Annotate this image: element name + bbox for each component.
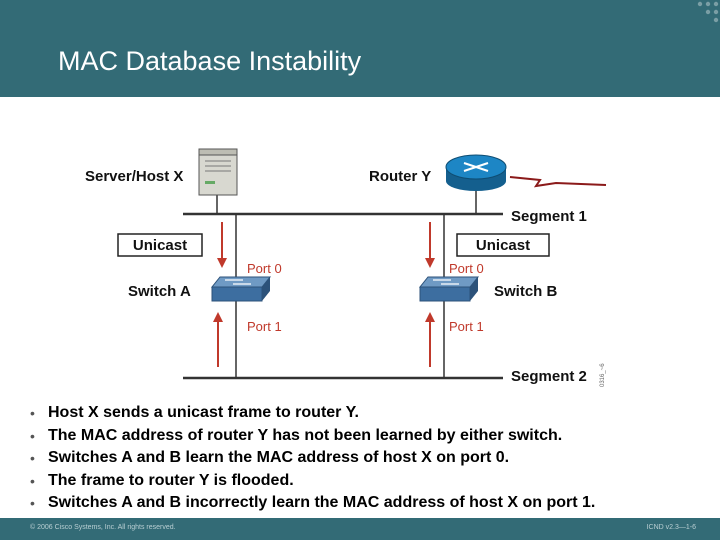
switch-a-icon <box>210 276 272 302</box>
footer-copyright: © 2006 Cisco Systems, Inc. All rights re… <box>30 524 176 531</box>
bullet-text: The MAC address of router Y has not been… <box>48 426 563 444</box>
switch-a-port1-label: Port 1 <box>247 319 282 334</box>
bullet-text: Switches A and B incorrectly learn the M… <box>48 494 596 511</box>
router-icon <box>445 154 507 191</box>
switch-b-port1-label: Port 1 <box>449 319 484 334</box>
bullet-text: The frame to router Y is flooded. <box>48 471 294 489</box>
wan-link <box>509 176 607 188</box>
switch-a-label: Switch A <box>128 283 191 300</box>
figure-id: 0316_~6 <box>600 363 606 387</box>
bullet-marker: • <box>30 427 35 444</box>
bullet-text: Host X sends a unicast frame to router Y… <box>48 404 359 421</box>
server-label: Server/Host X <box>85 168 183 185</box>
segment2-label: Segment 2 <box>511 368 587 385</box>
unicast-label-left: Unicast <box>133 237 187 254</box>
bullet-marker: • <box>30 405 35 421</box>
bullet-marker: • <box>30 472 35 489</box>
bullet-text: Switches A and B learn the MAC address o… <box>48 449 510 466</box>
unicast-label-right: Unicast <box>476 237 530 254</box>
router-label: Router Y <box>369 168 431 185</box>
switch-b-label: Switch B <box>494 283 558 300</box>
bullet-marker: • <box>30 495 35 511</box>
switch-b-icon <box>418 276 480 302</box>
dot-pattern-decoration <box>697 1 719 23</box>
bullet-item: • The frame to router Y is flooded. <box>30 470 595 493</box>
server-icon <box>198 148 238 196</box>
bullet-item: • Host X sends a unicast frame to router … <box>30 402 595 425</box>
bullet-marker: • <box>30 450 35 466</box>
unicast-box-left <box>117 233 203 257</box>
segment1-label: Segment 1 <box>511 208 587 225</box>
bullet-item: • The MAC address of router Y has not bee… <box>30 425 595 448</box>
unicast-box-right <box>456 233 550 257</box>
bullet-item: • Switches A and B incorrectly learn the … <box>30 492 595 515</box>
network-diagram: Unicast Unicast Server/Host X Router Y S… <box>85 148 607 387</box>
title-bar: MAC Database Instability <box>0 0 720 97</box>
footer-bar: © 2006 Cisco Systems, Inc. All rights re… <box>0 518 720 540</box>
slide-title: MAC Database Instability <box>58 46 362 76</box>
footer-course-code: ICND v2.3—1-6 <box>646 524 696 531</box>
bullet-item: • Switches A and B learn the MAC address … <box>30 447 595 470</box>
switch-b-port0-label: Port 0 <box>449 261 484 276</box>
bullet-list: • Host X sends a unicast frame to router … <box>30 402 595 515</box>
switch-a-port0-label: Port 0 <box>247 261 282 276</box>
